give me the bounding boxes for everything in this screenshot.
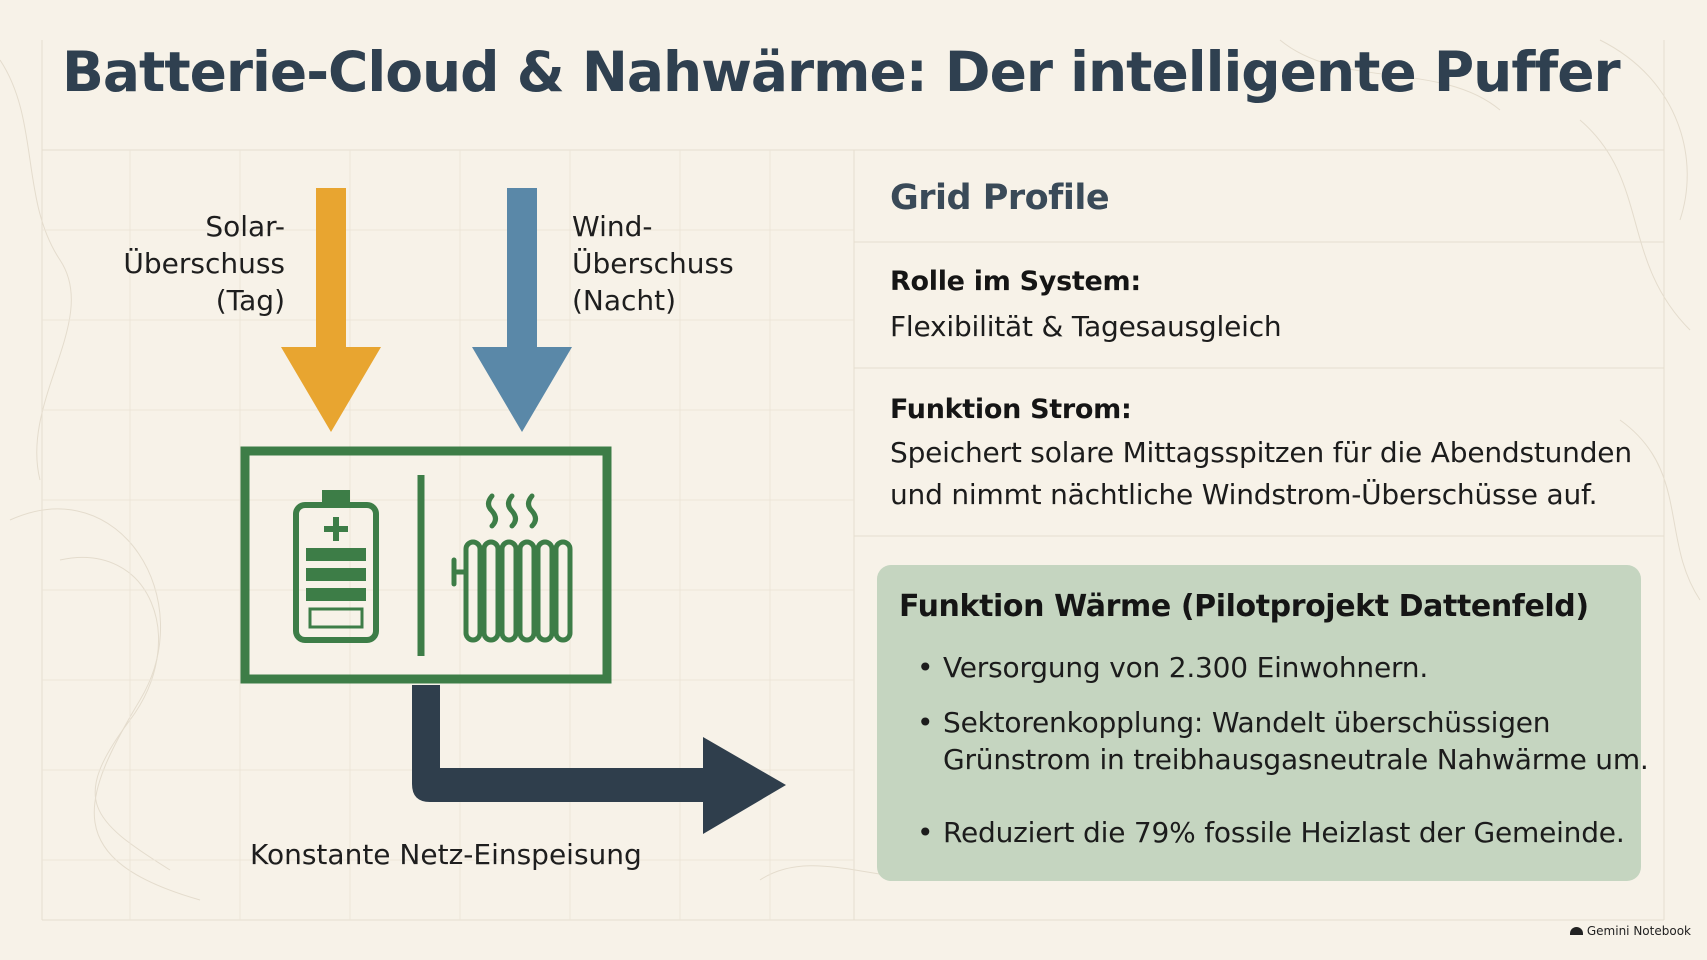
list-item: Reduziert die 79% fossile Heizlast der G… [917, 814, 1649, 851]
heat-function-heading: Funktion Wärme (Pilotprojekt Dattenfeld) [899, 589, 1589, 624]
storage-box [240, 446, 612, 684]
power-function-heading: Funktion Strom: [890, 394, 1132, 425]
heat-function-list: Versorgung von 2.300 Einwohnern. Sektore… [917, 649, 1649, 851]
grid-feed-label: Konstante Netz-Einspeisung [250, 838, 642, 871]
heat-function-box: Funktion Wärme (Pilotprojekt Dattenfeld)… [877, 565, 1649, 881]
gemini-logo-icon [1569, 927, 1583, 935]
panel-title: Grid Profile [890, 178, 1110, 218]
solar-arrow [281, 188, 381, 432]
wind-surplus-label: Wind- Überschuss (Nacht) [572, 210, 734, 317]
wind-arrow [472, 188, 572, 432]
list-item: Versorgung von 2.300 Einwohnern. [917, 649, 1649, 686]
list-item: Sektorenkopplung: Wandelt überschüssigen… [917, 704, 1649, 778]
radiator-icon [451, 493, 573, 643]
output-arrow [412, 685, 786, 834]
brand-watermark: Gemini Notebook [1569, 924, 1691, 938]
role-heading: Rolle im System: [890, 266, 1141, 297]
power-function-text: Speichert solare Mittagsspitzen für die … [890, 436, 1632, 511]
role-text: Flexibilität & Tagesausgleich [890, 310, 1282, 343]
solar-surplus-label: Solar- Überschuss (Tag) [123, 210, 285, 317]
battery-icon [293, 490, 379, 643]
page-title: Batterie-Cloud & Nahwärme: Der intellige… [62, 40, 1621, 104]
